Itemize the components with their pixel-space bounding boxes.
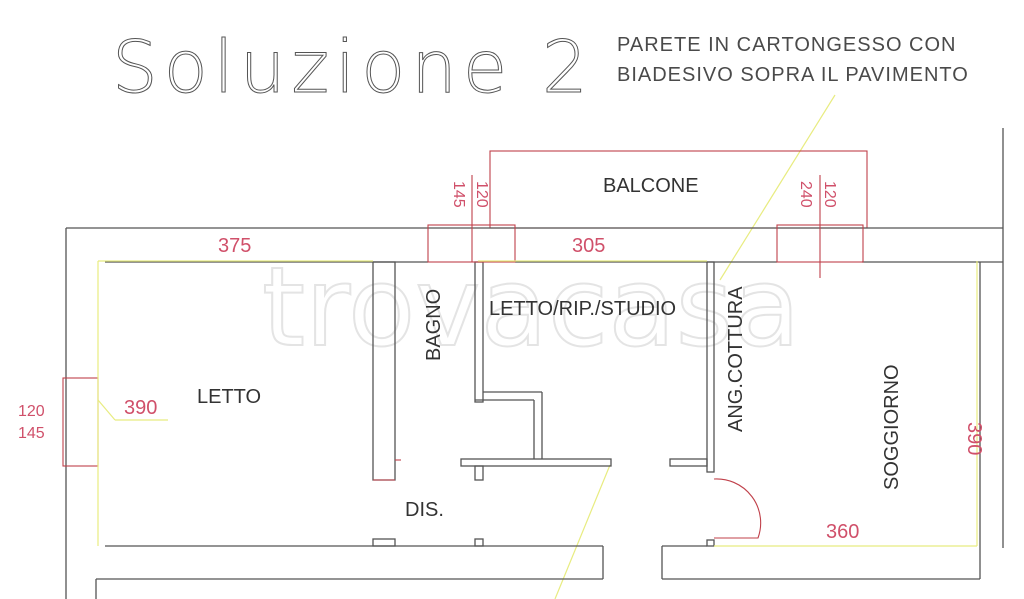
note-line-2: BIADESIVO SOPRA IL PAVIMENTO (617, 64, 969, 86)
room-label-letto: LETTO (197, 386, 261, 408)
dim-letto-width: 375 (218, 235, 251, 257)
dim-window-left-b: 145 (18, 425, 45, 442)
room-label-letto-studio: LETTO/RIP./STUDIO (489, 298, 676, 320)
dimension-lines (97, 260, 978, 547)
plan-title: Soluzione 2 (112, 25, 594, 109)
dim-window-left-a: 120 (18, 403, 45, 420)
note-leader-line-2 (554, 464, 611, 599)
window-openings (62, 175, 864, 481)
dim-soggiorno-width: 360 (826, 521, 859, 543)
dim-window-balcony-right-a: 240 (797, 181, 814, 208)
door-swing (713, 478, 762, 539)
dim-window-balcony-left-a: 145 (450, 181, 467, 208)
room-label-ang-cottura: ANG.COTTURA (725, 286, 747, 432)
dim-window-balcony-right-b: 120 (821, 181, 838, 208)
note-leader-line (719, 94, 836, 281)
room-label-balcone: BALCONE (603, 175, 699, 197)
dim-studio-width: 305 (572, 235, 605, 257)
room-label-bagno: BAGNO (423, 289, 445, 361)
room-label-soggiorno: SOGGIORNO (881, 364, 903, 490)
dim-window-balcony-left-b: 120 (473, 181, 490, 208)
watermark: trovacasa (262, 243, 800, 371)
dim-soggiorno-height: 390 (963, 422, 985, 455)
dim-letto-height: 390 (124, 397, 157, 419)
room-label-dis: DIS. (405, 499, 444, 521)
note-line-1: PARETE IN CARTONGESSO CON (617, 34, 957, 56)
